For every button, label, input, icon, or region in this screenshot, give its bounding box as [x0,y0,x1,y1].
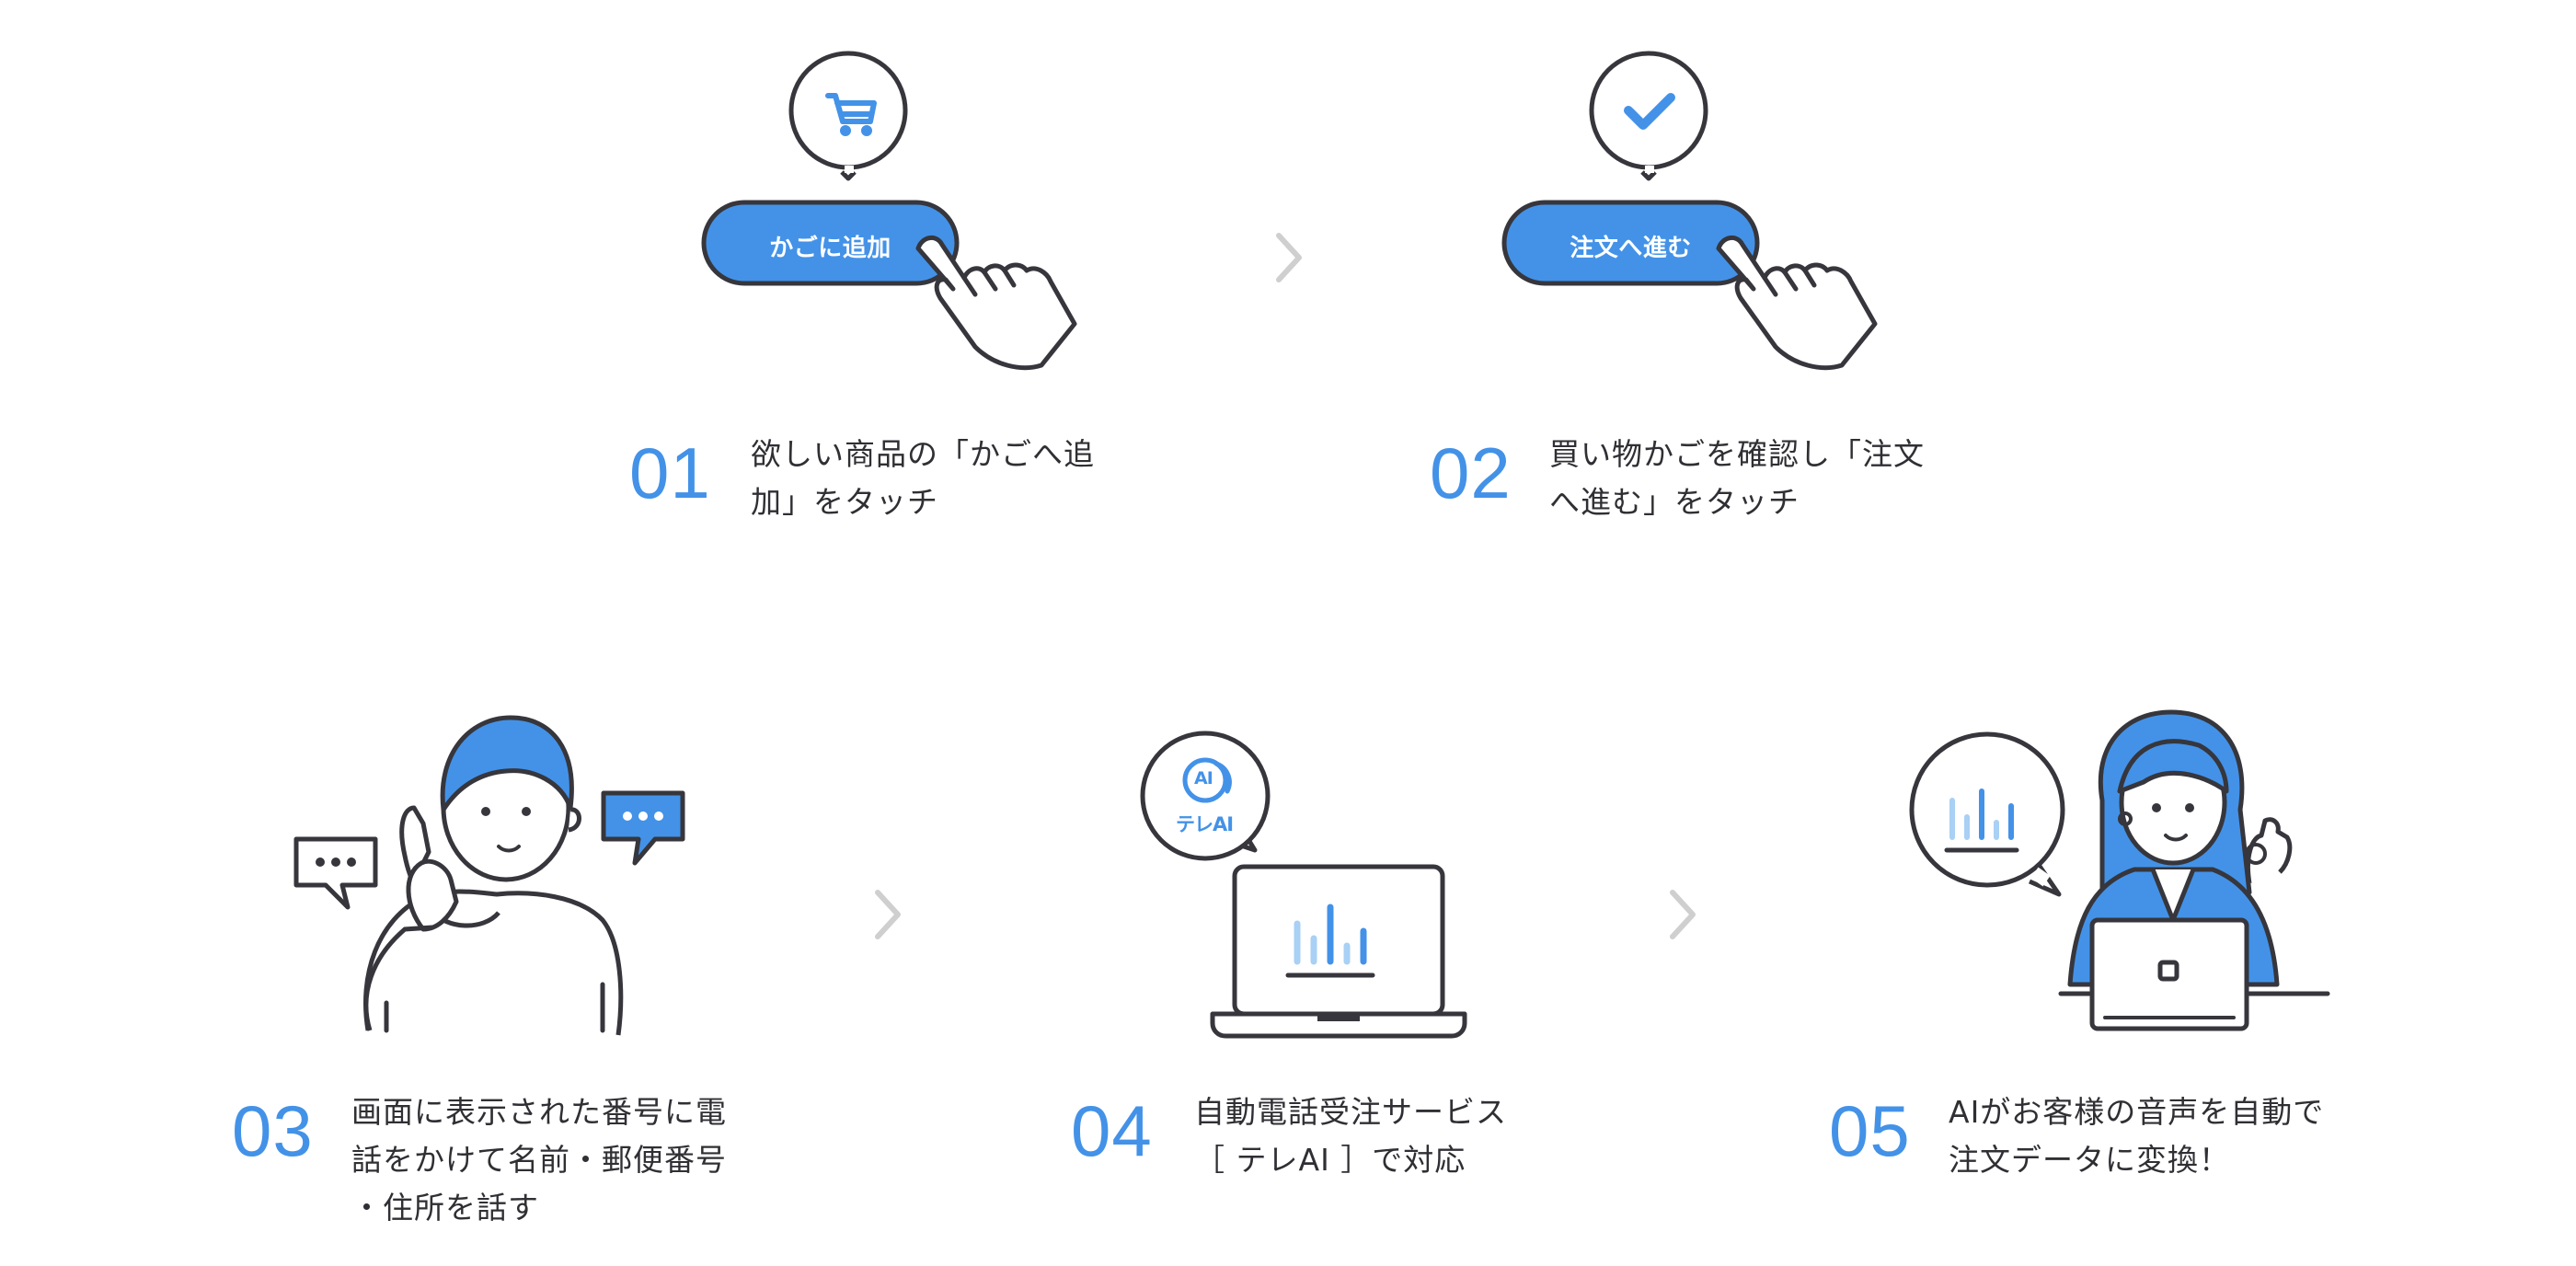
step-01-line-1: 欲しい商品の「かごへ追 [751,436,1095,472]
step-04-illustration: AI テレAI [1132,727,1481,1040]
add-to-cart-button-label: かごに追加 [769,235,891,262]
step-05-number: 05 [1829,1090,1911,1171]
next-arrow-icon [1665,887,1702,942]
tele-ai-label: テレAI [1176,813,1234,835]
cart-icon [825,93,877,136]
check-icon [1624,93,1675,130]
pointing-hand-icon [1716,236,1878,371]
proceed-order-button-label: 注文へ進む [1570,235,1692,262]
next-arrow-icon [1271,230,1308,285]
step-03-line-3: ・住所を話す [351,1190,539,1226]
step-04-line-1: 自動電話受注サービス [1194,1094,1507,1130]
speech-bubble-icon [293,836,378,910]
step-03-number: 03 [232,1090,314,1171]
tele-ai-badge [1140,731,1271,861]
speech-bubble-icon [601,790,685,866]
pointing-hand-icon [915,236,1077,371]
laptop-chart-icon [1210,864,1467,1039]
step-01-description: 欲しい商品の「かごへ追 加」をタッチ [751,431,1095,526]
step-04-line-2: ［ テレAI ］で対応 [1194,1142,1466,1178]
step-02-illustration: 注文へ進む [1500,48,1886,379]
step-04-number: 04 [1071,1090,1153,1171]
next-arrow-icon [870,887,907,942]
step-02-description: 買い物かごを確認し「注文 へ進む」をタッチ [1549,431,1925,526]
step-02-line-1: 買い物かごを確認し「注文 [1549,436,1925,472]
step-01-number: 01 [629,432,711,513]
cart-bubble [701,51,1077,371]
step-05-description: AIがお客様の音声を自動で 注文データに変換！ [1949,1088,2324,1184]
step-02-line-2: へ進む」をタッチ [1549,484,1800,520]
step-03-line-1: 画面に表示された番号に電 [351,1094,727,1130]
step-03-line-2: 話をかけて名前・郵便番号 [351,1142,727,1178]
chart-bubble-icon [1909,731,2065,897]
step-03-illustration [285,699,699,1049]
step-05-illustration [1895,699,2337,1049]
step-02-number: 02 [1430,432,1512,513]
step-05-line-2: 注文データに変換！ [1949,1142,2230,1178]
step-03-description: 画面に表示された番号に電 話をかけて名前・郵便番号 ・住所を話す [351,1088,727,1232]
tele-ai-ai-mark: AI [1194,768,1213,788]
add-to-cart-button-shape [701,200,960,286]
step-04-description: 自動電話受注サービス ［ テレAI ］で対応 [1194,1088,1507,1184]
operator-icon [2058,709,2330,1031]
step-01-illustration: かごに追加 [699,48,1086,379]
proceed-order-button-shape [1501,200,1760,286]
step-05-line-1: AIがお客様の音声を自動で [1949,1094,2325,1130]
step-01-line-2: 加」をタッチ [751,484,938,520]
